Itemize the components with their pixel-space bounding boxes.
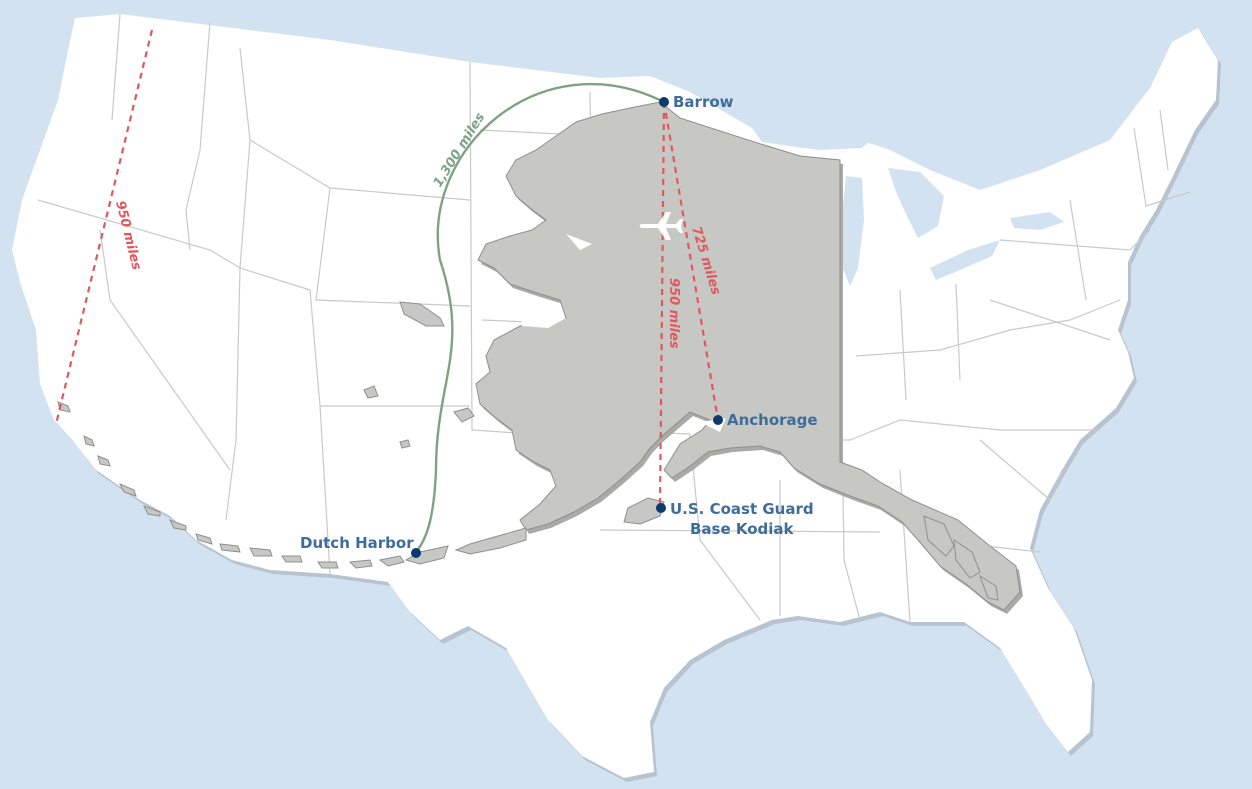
dutch-harbor-marker <box>411 548 421 558</box>
state-border <box>99 229 231 471</box>
state-border <box>1159 109 1169 171</box>
bering-islands <box>363 301 475 449</box>
lake-ontario <box>1010 212 1064 230</box>
great-lakes <box>752 120 1064 286</box>
state-border <box>1069 199 1087 301</box>
kodiak-label-line2: Base Kodiak <box>690 520 795 538</box>
barrow-label: Barrow <box>673 93 734 111</box>
anchorage-label: Anchorage <box>727 411 818 429</box>
dutch-harbor-label: Dutch Harbor <box>300 534 414 552</box>
kodiak-marker <box>656 503 666 513</box>
state-border <box>185 21 211 251</box>
state-border <box>979 439 1063 502</box>
alaska-mainland <box>475 101 1021 611</box>
state-border <box>599 529 881 533</box>
state-border <box>955 283 961 381</box>
lake-superior <box>752 120 880 150</box>
state-border <box>899 289 907 401</box>
anchorage-marker <box>713 415 723 425</box>
place-labels: Barrow Anchorage U.S. Coast Guard Base K… <box>300 93 818 552</box>
panhandle-islands <box>923 515 999 601</box>
route-barrow-kodiak <box>658 101 666 507</box>
route-barrow-anchorage <box>662 101 720 421</box>
state-border <box>37 199 241 269</box>
state-border <box>999 229 1151 251</box>
lake-erie <box>930 240 1000 280</box>
route-california <box>54 29 154 425</box>
state-border <box>855 299 1121 357</box>
lake-huron <box>888 168 944 238</box>
state-border <box>239 139 470 407</box>
location-markers <box>411 97 723 558</box>
state-border <box>225 267 241 521</box>
kodiak-island <box>623 497 665 525</box>
barrow-marker <box>659 97 669 107</box>
barrow-kodiak-distance-label: 950 miles <box>666 278 681 349</box>
kodiak-label-line1: U.S. Coast Guard <box>670 500 814 518</box>
aleutian-islands <box>57 401 527 569</box>
state-border <box>319 405 331 575</box>
state-border <box>111 13 121 121</box>
routes <box>54 29 720 553</box>
airplane-icon <box>639 212 683 240</box>
lake-michigan <box>840 176 864 286</box>
route-barrow-dutch-harbor <box>415 82 665 553</box>
alaska-overlay <box>57 101 1023 614</box>
state-border <box>239 47 471 201</box>
state-border <box>989 299 1111 341</box>
state-border <box>1133 127 1191 207</box>
